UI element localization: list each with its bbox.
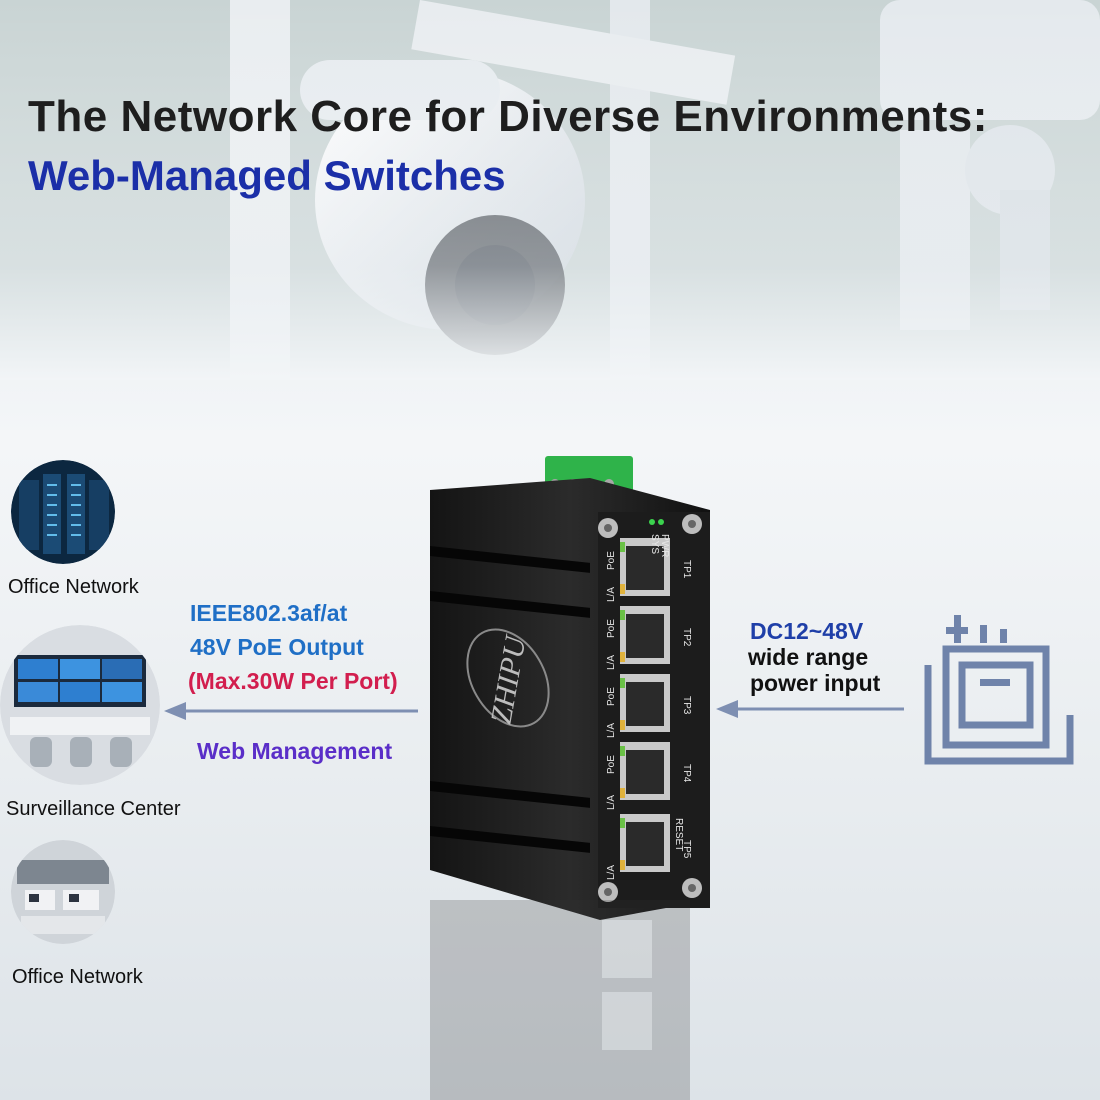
- port-label-tp4: TP4: [681, 764, 692, 783]
- rj45-ports: [620, 538, 670, 872]
- port-3-la-label: L/A: [606, 655, 617, 670]
- port-3-poe-label: PoE: [606, 687, 617, 706]
- port-2-la-label: L/A: [606, 587, 617, 602]
- spec-power-input: power input: [750, 670, 881, 696]
- surveillance-center-image: [0, 625, 160, 785]
- port-label-tp3: TP3: [681, 696, 692, 715]
- port-label-tp2: TP2: [681, 628, 692, 647]
- office-network-image-2: [11, 840, 115, 944]
- device-reflection: [430, 900, 690, 1100]
- scene-caption-3: Office Network: [12, 966, 143, 988]
- spec-max-power: (Max.30W Per Port): [188, 668, 398, 694]
- scene-caption-2: Surveillance Center: [6, 798, 181, 820]
- scene-caption-1: Office Network: [8, 576, 139, 598]
- poe-switch-device: SYS PWR TP1 TP2 TP3 TP4 RESET TP5 PoE L/…: [430, 456, 710, 920]
- spec-standard: IEEE802.3af/at: [190, 600, 348, 626]
- reset-label: RESET: [673, 818, 684, 851]
- power-supply-icon: [924, 615, 1074, 765]
- port-2-poe-label: PoE: [606, 619, 617, 638]
- office-network-image: [11, 460, 115, 564]
- hero-background-cameras: [0, 0, 1100, 380]
- port-4-la-label: L/A: [606, 723, 617, 738]
- spec-wide-range: wide range: [748, 644, 869, 670]
- spec-poe-output: 48V PoE Output: [190, 634, 364, 660]
- left-arrow-icon: [164, 702, 418, 720]
- led-label-sys: SYS: [649, 534, 660, 554]
- port-4-poe-label: PoE: [606, 755, 617, 774]
- spec-dc-voltage: DC12~48V: [750, 618, 864, 644]
- right-side-arrow-icon: [716, 700, 904, 718]
- port-label-tp5: TP5: [681, 840, 692, 859]
- headline: The Network Core for Diverse Environment…: [28, 92, 988, 141]
- led-label-pwr: PWR: [659, 534, 670, 557]
- port-label-tp1: TP1: [681, 560, 692, 579]
- spec-web-management: Web Management: [197, 738, 393, 764]
- port-5-la-label-2: L/A: [606, 865, 617, 880]
- subheadline: Web-Managed Switches: [28, 152, 506, 199]
- port-5-la-label: L/A: [606, 795, 617, 810]
- port-1-poe-label: PoE: [606, 551, 617, 570]
